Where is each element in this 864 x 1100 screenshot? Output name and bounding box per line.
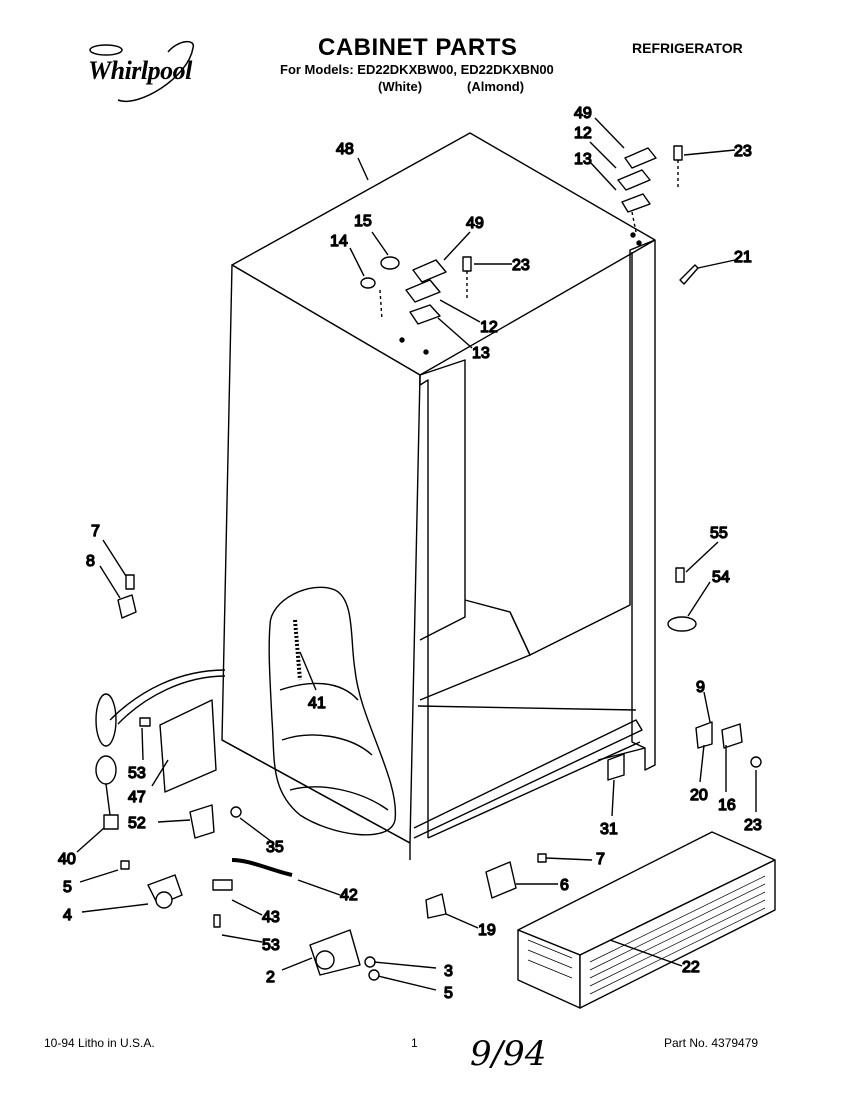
callout-21: 21 (734, 249, 752, 266)
handwritten-date: 9/94 (470, 1034, 547, 1074)
callout-22: 22 (682, 959, 700, 976)
callout-31: 31 (600, 821, 618, 838)
variant-white: (White) (378, 79, 423, 94)
page-title: CABINET PARTS (318, 34, 518, 61)
part-number: Part No. 4379479 (664, 1036, 759, 1050)
callout-55: 55 (710, 525, 728, 542)
callout-labels: 48 49 12 13 23 15 14 49 23 12 13 21 7 8 … (57, 104, 762, 1002)
callout-9: 9 (696, 679, 705, 696)
callout-2: 2 (266, 969, 275, 986)
callout-49: 49 (574, 105, 592, 122)
page-number: 1 (411, 1036, 418, 1050)
whirlpool-logo (89, 40, 194, 103)
callout-12: 12 (480, 319, 498, 336)
callout-41: 41 (308, 695, 326, 712)
callout-35: 35 (266, 839, 284, 856)
leader-lines (76, 117, 757, 991)
callout-7: 7 (596, 851, 605, 868)
callout-42: 42 (340, 887, 358, 904)
callout-4: 4 (63, 907, 72, 924)
callout-16: 16 (718, 797, 736, 814)
callout-12: 12 (574, 125, 592, 142)
callout-53: 53 (262, 937, 280, 954)
callout-19: 19 (478, 922, 496, 939)
callout-47: 47 (128, 789, 146, 806)
callout-52: 52 (128, 815, 146, 832)
cabinet-body (221, 132, 656, 860)
callout-15: 15 (354, 213, 372, 230)
callout-5: 5 (63, 879, 72, 896)
callout-5: 5 (444, 985, 453, 1002)
callout-54: 54 (712, 569, 730, 586)
print-info: 10-94 Litho in U.S.A. (44, 1036, 155, 1050)
callout-6: 6 (560, 877, 569, 894)
callout-49: 49 (466, 215, 484, 232)
hinge-assembly-top-left (360, 256, 472, 325)
callout-23: 23 (744, 817, 762, 834)
callout-7: 7 (91, 523, 100, 540)
hinge-assembly-top-right (617, 145, 683, 233)
misc-parts (95, 264, 762, 981)
callout-8: 8 (86, 553, 95, 570)
models-line: For Models: ED22DKXBW00, ED22DKXBN00 (280, 62, 554, 77)
callout-23: 23 (512, 257, 530, 274)
callout-40: 40 (58, 851, 76, 868)
callout-43: 43 (262, 909, 280, 926)
callout-13: 13 (472, 345, 490, 362)
callout-20: 20 (690, 787, 708, 804)
variant-almond: (Almond) (467, 79, 525, 94)
callout-13: 13 (574, 151, 592, 168)
base-grille (517, 831, 776, 1009)
brand-name: Whirlpool (88, 56, 192, 85)
callout-48: 48 (336, 141, 354, 158)
callout-14: 14 (330, 233, 348, 250)
callout-23: 23 (734, 143, 752, 160)
category-label: REFRIGERATOR (632, 40, 743, 56)
callout-53: 53 (128, 765, 146, 782)
callout-3: 3 (444, 963, 453, 980)
